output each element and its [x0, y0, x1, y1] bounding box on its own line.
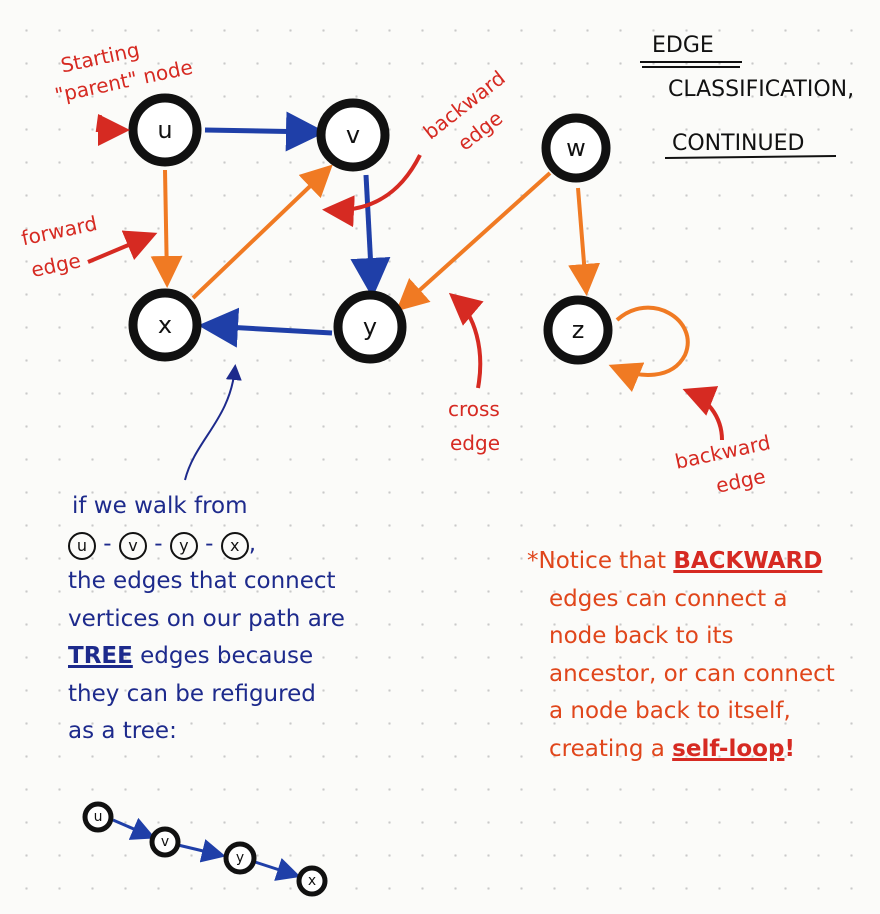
note-line: TREE edges because — [68, 638, 408, 676]
annotation-backward-edge-2: backward edge — [673, 430, 773, 498]
note-line: ancestor, or can connect — [549, 660, 835, 687]
start-arrow — [95, 114, 130, 146]
backward-emphasis: BACKWARD — [673, 548, 823, 574]
edge-u-x-forward — [150, 169, 183, 288]
tree-node-y: y — [223, 841, 257, 875]
note-text: edges because — [132, 643, 314, 669]
node-y: y — [333, 290, 407, 364]
svg-text:edge: edge — [450, 431, 500, 455]
svg-text:u: u — [94, 809, 103, 825]
note-line: the edges that connect — [68, 568, 336, 594]
svg-text:v: v — [161, 834, 169, 850]
svg-text:CONTINUED: CONTINUED — [672, 131, 804, 156]
tree-node-v: v — [149, 826, 181, 858]
tree-node-u: u — [82, 801, 114, 833]
tree-node-x: x — [296, 865, 328, 897]
svg-text:y: y — [236, 850, 244, 866]
note-line: edges can connect a — [549, 585, 788, 612]
tree-edge-note: if we walk from u - v - y - x, the edges… — [68, 488, 408, 751]
note-text: *Notice that — [527, 548, 674, 574]
svg-text:forward: forward — [19, 211, 99, 250]
backward-arrow-2 — [682, 386, 724, 441]
annotation-backward-edge-1: backward edge — [419, 66, 510, 156]
svg-text:w: w — [566, 134, 586, 162]
node-v: v — [316, 98, 390, 172]
svg-text:u: u — [157, 116, 172, 144]
svg-text:x: x — [158, 311, 172, 339]
note-line: as a tree: — [68, 718, 177, 744]
note-line: *Notice that BACKWARD — [527, 543, 877, 581]
node-x: x — [128, 288, 202, 362]
svg-text:edge: edge — [29, 248, 83, 282]
node-w: w — [541, 113, 611, 183]
annotation-forward-edge: forward edge — [19, 211, 99, 282]
note-text: creating a — [549, 735, 673, 762]
path-node: v — [118, 531, 147, 560]
edge-w-z-tree — [568, 187, 601, 296]
svg-text:y: y — [363, 313, 377, 341]
edge-x-v-backward — [191, 164, 333, 300]
self-loop-emphasis: self-loop — [672, 735, 785, 762]
svg-text:edge: edge — [714, 464, 768, 498]
note-arrow-to-x — [184, 364, 242, 481]
svg-text:EDGE: EDGE — [652, 33, 714, 58]
svg-text:z: z — [572, 316, 585, 344]
tree-emphasis: TREE — [68, 643, 133, 669]
path-node: y — [169, 531, 198, 560]
edge-u-v-tree — [204, 111, 326, 152]
note-line: they can be refigured — [68, 680, 316, 707]
path-node: u — [68, 531, 96, 560]
cross-arrow — [448, 292, 484, 389]
node-u: u — [128, 93, 202, 167]
forward-arrow — [87, 230, 158, 264]
node-z: z — [543, 295, 613, 365]
backward-arrow-1 — [322, 154, 422, 228]
svg-text:CLASSIFICATION,: CLASSIFICATION, — [668, 77, 854, 102]
path-node: x — [220, 531, 249, 560]
note-line: creating a self-loop! — [527, 731, 877, 769]
note-line: a node back to itself, — [549, 698, 791, 724]
exclamation: ! — [784, 735, 795, 762]
title: EDGE CLASSIFICATION, CONTINUED — [640, 33, 854, 159]
backward-edge-note: *Notice that BACKWARD edges can connect … — [527, 543, 877, 768]
edge-w-y-cross — [396, 171, 552, 312]
edge-z-self-loop — [608, 305, 690, 392]
svg-text:cross: cross — [448, 397, 500, 421]
path-sequence: u - v - y - x, — [68, 526, 408, 564]
annotation-cross-edge: cross edge — [448, 397, 500, 455]
note-line: node back to its — [549, 623, 734, 649]
note-line: if we walk from — [72, 493, 248, 519]
edge-v-y-tree — [350, 174, 391, 298]
edge-y-x-tree — [198, 307, 333, 348]
note-line: vertices on our path are — [68, 605, 345, 632]
tree-illustration: u v y x — [82, 801, 328, 897]
svg-text:v: v — [346, 121, 360, 149]
svg-text:x: x — [308, 873, 316, 889]
